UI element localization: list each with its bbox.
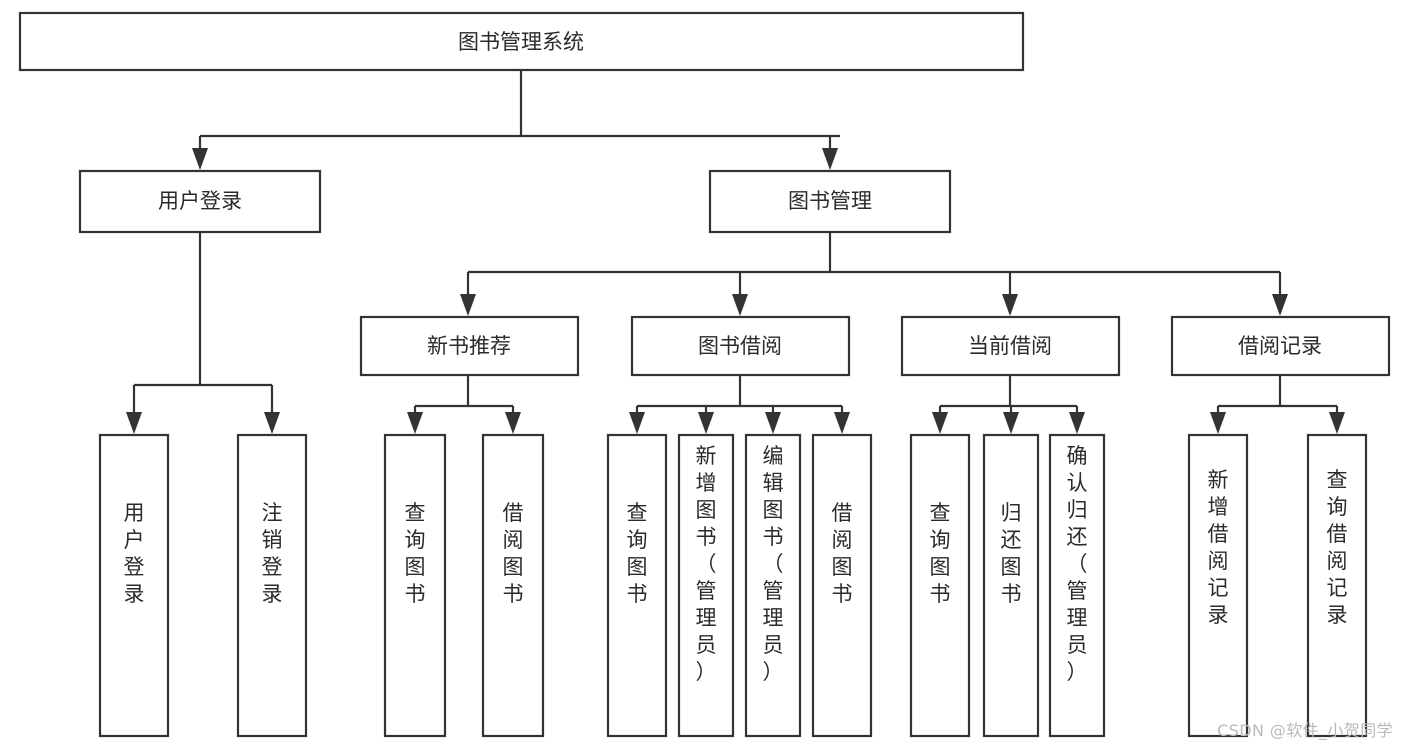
- node-leaf-borrow-book-1-box[interactable]: [481, 433, 545, 738]
- node-leaf-return-book-label: 归还图书: [1001, 501, 1022, 606]
- arrow-head-borrow-record: [1272, 294, 1288, 316]
- arrow-head-leaf-user-login: [126, 412, 142, 434]
- node-leaf-add-book-label: 新增图书（管理员）: [696, 444, 717, 684]
- arrow-head-leaf-add-book: [698, 412, 714, 434]
- node-leaf-query-book-3[interactable]: 查询图书: [909, 433, 971, 738]
- edge-borrowrecord-to-leaves: [1216, 375, 1339, 414]
- node-leaf-query-book-3-label: 查询图书: [930, 501, 951, 606]
- node-leaf-query-record[interactable]: 查询借阅记录: [1306, 433, 1368, 738]
- arrow-head-leaf-edit-book: [765, 412, 781, 434]
- arrow-head-leaf-query-book-3: [932, 412, 948, 434]
- arrow-head-leaf-query-record: [1329, 412, 1345, 434]
- edge-currentborrow-to-leaves: [938, 375, 1079, 414]
- arrow-head-current-borrow: [1002, 294, 1018, 316]
- edge-userlogin-to-leaves: [132, 232, 274, 414]
- node-leaf-query-book-1-box[interactable]: [383, 433, 447, 738]
- node-current-borrow-box[interactable]: [900, 315, 1121, 377]
- node-root-label: 图书管理系统: [458, 30, 584, 54]
- arrow-head-user-login: [192, 148, 208, 170]
- node-leaf-query-record-box[interactable]: [1306, 433, 1368, 738]
- edge-newbook-to-leaves: [413, 375, 515, 414]
- node-borrow-record-box[interactable]: [1170, 315, 1391, 377]
- node-leaf-user-login[interactable]: 用户登录: [98, 433, 170, 738]
- arrow-head-book-manage: [822, 148, 838, 170]
- edge-bookborrow-to-leaves: [635, 375, 844, 414]
- node-book-manage-label: 图书管理: [788, 189, 872, 213]
- node-book-borrow-box[interactable]: [630, 315, 851, 377]
- node-leaf-query-book-1-label: 查询图书: [405, 501, 426, 606]
- node-current-borrow-label: 当前借阅: [968, 334, 1052, 358]
- node-current-borrow[interactable]: 当前借阅: [900, 315, 1121, 377]
- node-leaf-confirm-return[interactable]: 确认归还（管理员）: [1048, 433, 1106, 738]
- node-user-login-label: 用户登录: [158, 189, 242, 213]
- arrow-head-leaf-query-book-1: [407, 412, 423, 434]
- arrow-head-leaf-return-book: [1003, 412, 1019, 434]
- node-leaf-query-book-2-box[interactable]: [606, 433, 668, 738]
- node-leaf-edit-book-label: 编辑图书（管理员）: [763, 444, 784, 684]
- node-leaf-confirm-return-box[interactable]: [1048, 433, 1106, 738]
- node-leaf-query-book-3-box[interactable]: [909, 433, 971, 738]
- node-book-borrow-label: 图书借阅: [698, 334, 782, 358]
- connector-layer: [126, 70, 1345, 434]
- node-leaf-user-login-label: 用户登录: [124, 501, 145, 606]
- edge-bookmanage-to-level3: [466, 232, 1282, 296]
- node-book-manage[interactable]: 图书管理: [708, 169, 952, 234]
- node-leaf-add-record-box[interactable]: [1187, 433, 1249, 738]
- node-leaf-borrow-book-2-box[interactable]: [811, 433, 873, 738]
- node-leaf-borrow-book-1-label: 借阅图书: [503, 501, 524, 606]
- node-leaf-add-book[interactable]: 新增图书（管理员）: [677, 433, 735, 738]
- node-root-box[interactable]: [18, 11, 1025, 72]
- node-leaf-query-book-1[interactable]: 查询图书: [383, 433, 447, 738]
- arrow-head-leaf-logout: [264, 412, 280, 434]
- node-leaf-query-book-2[interactable]: 查询图书: [606, 433, 668, 738]
- node-leaf-edit-book-box[interactable]: [744, 433, 802, 738]
- arrow-head-leaf-borrow-book-1: [505, 412, 521, 434]
- node-leaf-borrow-book-2[interactable]: 借阅图书: [811, 433, 873, 738]
- node-leaf-user-login-box[interactable]: [98, 433, 170, 738]
- node-new-book-recommend-label: 新书推荐: [427, 334, 511, 358]
- node-book-manage-box[interactable]: [708, 169, 952, 234]
- node-leaf-edit-book[interactable]: 编辑图书（管理员）: [744, 433, 802, 738]
- node-root[interactable]: 图书管理系统: [18, 11, 1025, 72]
- arrow-head-new-book-recommend: [460, 294, 476, 316]
- leaf-node-layer: 用户登录 注销登录 查询图书 借阅图书 查询图书 新增图书（管理员） 编辑图书（…: [98, 433, 1368, 738]
- node-leaf-add-book-box[interactable]: [677, 433, 735, 738]
- arrow-head-book-borrow: [732, 294, 748, 316]
- node-leaf-return-book[interactable]: 归还图书: [982, 433, 1040, 738]
- edge-root-to-level2: [198, 70, 840, 158]
- node-leaf-logout[interactable]: 注销登录: [236, 433, 308, 738]
- node-leaf-query-record-label: 查询借阅记录: [1327, 468, 1348, 627]
- node-borrow-record-label: 借阅记录: [1238, 334, 1322, 358]
- node-leaf-confirm-return-label: 确认归还（管理员）: [1067, 444, 1088, 684]
- node-new-book-recommend-box[interactable]: [359, 315, 580, 377]
- node-leaf-add-record[interactable]: 新增借阅记录: [1187, 433, 1249, 738]
- node-user-login[interactable]: 用户登录: [78, 169, 322, 234]
- node-user-login-box[interactable]: [78, 169, 322, 234]
- node-new-book-recommend[interactable]: 新书推荐: [359, 315, 580, 377]
- arrow-head-leaf-borrow-book-2: [834, 412, 850, 434]
- arrow-head-leaf-add-record: [1210, 412, 1226, 434]
- node-leaf-borrow-book-1[interactable]: 借阅图书: [481, 433, 545, 738]
- node-leaf-logout-box[interactable]: [236, 433, 308, 738]
- arrow-head-leaf-query-book-2: [629, 412, 645, 434]
- arrow-head-leaf-confirm-return: [1069, 412, 1085, 434]
- node-leaf-query-book-2-label: 查询图书: [627, 501, 648, 606]
- node-book-borrow[interactable]: 图书借阅: [630, 315, 851, 377]
- node-leaf-return-book-box[interactable]: [982, 433, 1040, 738]
- node-borrow-record[interactable]: 借阅记录: [1170, 315, 1391, 377]
- node-leaf-borrow-book-2-label: 借阅图书: [832, 501, 853, 606]
- node-leaf-add-record-label: 新增借阅记录: [1208, 468, 1229, 627]
- node-leaf-logout-label: 注销登录: [262, 501, 283, 606]
